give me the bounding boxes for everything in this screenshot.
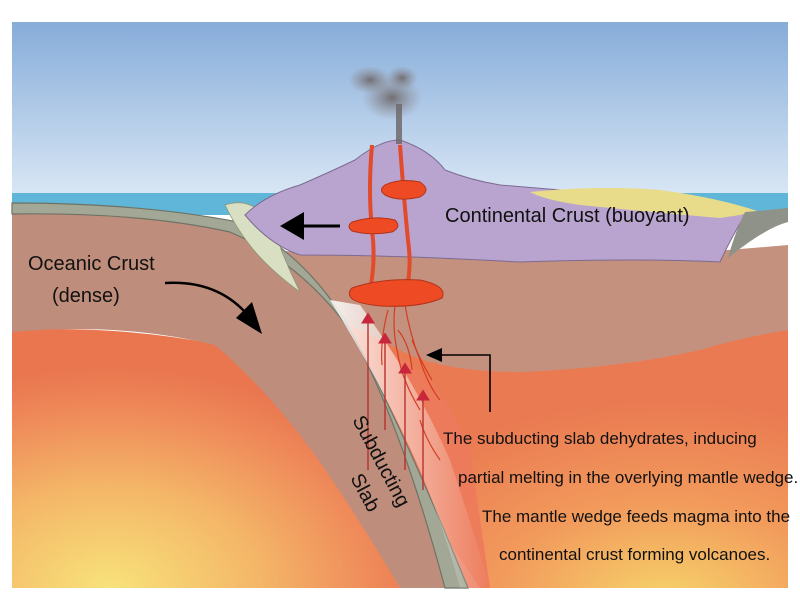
plate-motion-arrow-oceanic <box>164 281 262 334</box>
fluid-arrows <box>361 312 430 490</box>
caption-line-4: continental crust forming volcanoes. <box>499 545 770 564</box>
caption-line-3: The mantle wedge feeds magma into the <box>482 507 790 526</box>
plate-motion-arrow-continental <box>280 212 340 240</box>
oceanic-plate <box>12 210 445 588</box>
mantle-left <box>12 329 400 588</box>
caption-line-1: The subducting slab dehydrates, inducing <box>443 429 757 448</box>
magma-conduit <box>398 144 412 291</box>
caption-line-2: partial melting in the overlying mantle … <box>458 468 798 487</box>
volcano-vent-smoke <box>396 104 402 144</box>
label-continental-crust: Continental Crust (buoyant) <box>445 205 690 227</box>
sediment-basin <box>530 187 760 218</box>
volcanic-plume-puff <box>348 66 392 94</box>
magma-chamber-middle <box>348 217 399 235</box>
caption-pointer <box>426 348 491 412</box>
magma-chamber-lower <box>348 279 444 307</box>
label-oceanic-crust-dense: (dense) <box>52 285 120 307</box>
crust-edge <box>728 208 788 258</box>
mantle-right <box>300 300 788 588</box>
dehydration-zone <box>330 300 490 588</box>
label-oceanic-crust: Oceanic Crust <box>28 253 155 275</box>
volcanic-plume-puff <box>386 66 418 90</box>
magma-chamber-upper <box>381 180 427 200</box>
